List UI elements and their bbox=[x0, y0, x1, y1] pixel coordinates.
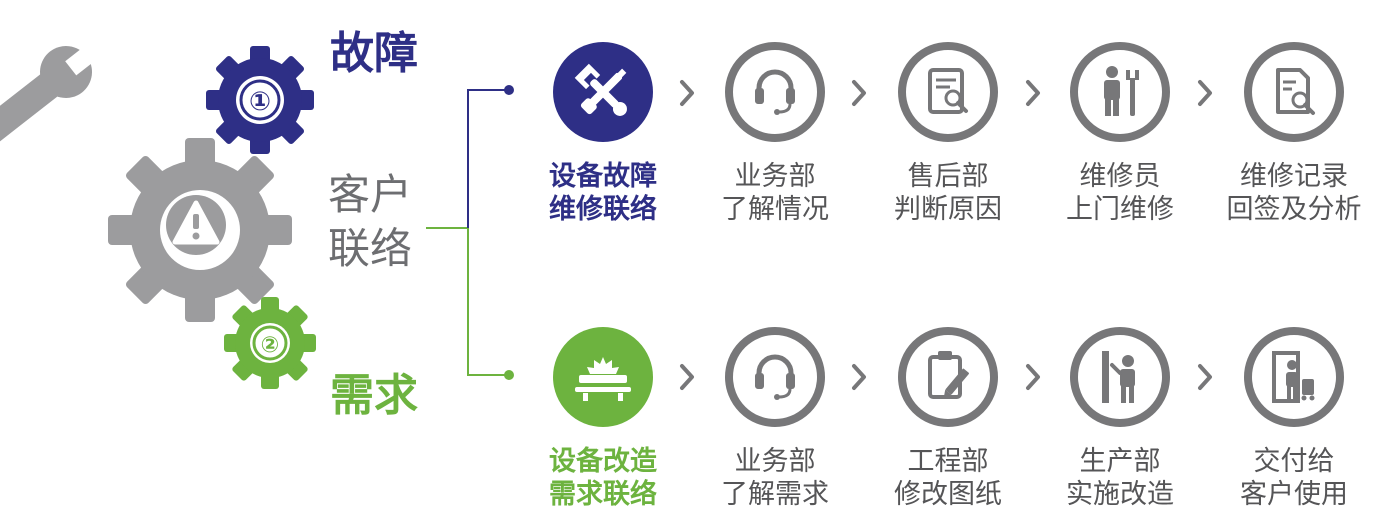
step-label-line: 售后部 bbox=[907, 161, 989, 192]
chevron-right-icon bbox=[1024, 362, 1044, 392]
warning-gear-icon bbox=[108, 138, 292, 322]
wrench-screwdriver-icon bbox=[553, 42, 653, 142]
step-label: 业务部 了解需求 bbox=[690, 445, 860, 511]
chevron-right-icon bbox=[678, 362, 698, 392]
step-label-line: 生产部 bbox=[1079, 446, 1161, 477]
step-label-line: 回签及分析 bbox=[1226, 194, 1362, 225]
chevron-right-icon bbox=[850, 362, 870, 392]
delivery-cart-icon bbox=[1244, 327, 1344, 427]
step-label-line: 维修员 bbox=[1079, 161, 1161, 192]
step-label-line: 了解需求 bbox=[721, 479, 829, 510]
step-label: 交付给 客户使用 bbox=[1209, 445, 1379, 511]
step-label-line: 交付给 bbox=[1253, 446, 1335, 477]
technician-icon bbox=[1070, 42, 1170, 142]
step-label-line: 修改图纸 bbox=[894, 479, 1002, 510]
demand-label: 需求 bbox=[330, 370, 418, 421]
fault-gear-icon bbox=[206, 46, 314, 154]
step-label-line: 设备改造 bbox=[549, 446, 657, 477]
fault-badge: ① bbox=[249, 87, 271, 117]
step-label-line: 业务部 bbox=[734, 161, 816, 192]
chevron-right-icon bbox=[1196, 78, 1216, 108]
worker-column-icon bbox=[1070, 327, 1170, 427]
chevron-right-icon bbox=[678, 78, 698, 108]
step-label-line: 维修联络 bbox=[549, 194, 657, 225]
step-label-line: 判断原因 bbox=[894, 194, 1002, 225]
headset-icon bbox=[725, 42, 825, 142]
fault-label: 故障 bbox=[330, 28, 418, 79]
step-label: 设备改造 需求联络 bbox=[518, 445, 688, 511]
step-label-line: 维修记录 bbox=[1240, 161, 1348, 192]
step-label-line: 实施改造 bbox=[1066, 479, 1174, 510]
step-label: 业务部 了解情况 bbox=[690, 160, 860, 226]
clipboard-pencil-icon bbox=[898, 327, 998, 427]
step-label: 生产部 实施改造 bbox=[1035, 445, 1205, 511]
step-label-line: 了解情况 bbox=[721, 194, 829, 225]
document-inspect-icon bbox=[898, 42, 998, 142]
demand-gear-icon bbox=[224, 297, 316, 389]
step-label-line: 需求联络 bbox=[549, 479, 657, 510]
step-label: 设备故障 维修联络 bbox=[518, 160, 688, 226]
step-label: 维修员 上门维修 bbox=[1035, 160, 1205, 226]
step-label-line: 设备故障 bbox=[549, 161, 657, 192]
headset-icon bbox=[725, 327, 825, 427]
customer-contact-label: 客户 联络 bbox=[328, 168, 438, 276]
step-label-line: 上门维修 bbox=[1066, 194, 1174, 225]
demand-badge: ② bbox=[261, 333, 280, 358]
step-label: 维修记录 回签及分析 bbox=[1209, 160, 1379, 226]
flow-connector bbox=[426, 85, 514, 380]
step-label: 工程部 修改图纸 bbox=[863, 445, 1033, 511]
report-search-icon bbox=[1244, 42, 1344, 142]
chevron-right-icon bbox=[850, 78, 870, 108]
contact-line-1: 客户 bbox=[328, 170, 413, 219]
step-label-line: 业务部 bbox=[734, 446, 816, 477]
machine-saw-icon bbox=[553, 327, 653, 427]
wrench-icon bbox=[0, 46, 96, 178]
step-label-line: 工程部 bbox=[907, 446, 989, 477]
step-label-line: 客户使用 bbox=[1240, 479, 1348, 510]
contact-line-2: 联络 bbox=[328, 224, 413, 273]
chevron-right-icon bbox=[1196, 362, 1216, 392]
step-label: 售后部 判断原因 bbox=[863, 160, 1033, 226]
chevron-right-icon bbox=[1024, 78, 1044, 108]
